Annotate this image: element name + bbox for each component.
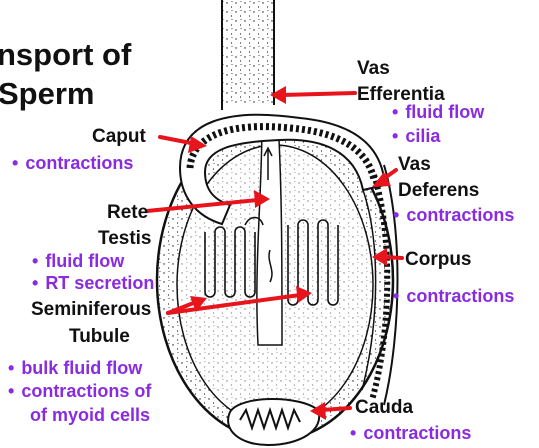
mechanism-vas-efferentia-fluid-flow: •fluid flow — [392, 103, 484, 121]
mechanism-seminiferous-myoid: of myoid cells — [30, 406, 150, 424]
mechanism-caput-contractions: •contractions — [12, 154, 133, 172]
mechanism-corpus-contractions: •contractions — [393, 287, 514, 305]
cauda-epididymis — [228, 399, 319, 445]
arrow-vas-efferentia — [270, 86, 355, 104]
bullet-icon: • — [392, 102, 398, 122]
label-seminiferous: Seminiferous — [31, 300, 151, 319]
label-rete: Rete — [107, 203, 148, 222]
mechanism-vas-efferentia-cilia: •cilia — [392, 127, 440, 145]
bullet-icon: • — [392, 126, 398, 146]
title-line-2: Sperm — [0, 78, 94, 109]
label-cauda: Cauda — [355, 398, 413, 417]
bullet-icon: • — [393, 286, 399, 306]
spermatic-cord — [222, 0, 274, 110]
mechanism-rete-rt-secretion: •RT secretion — [32, 274, 154, 292]
label-vas-efferentia-1: Vas — [357, 59, 390, 78]
bullet-icon: • — [393, 205, 399, 225]
label-corpus: Corpus — [405, 250, 472, 269]
label-tubule: Tubule — [69, 327, 130, 346]
bullet-icon: • — [32, 273, 38, 293]
title-line-1: nsport of — [0, 39, 131, 70]
bullet-icon: • — [350, 423, 356, 443]
bullet-icon: • — [8, 358, 14, 378]
mechanism-rete-fluid-flow: •fluid flow — [32, 252, 124, 270]
mechanism-seminiferous-contractions: •contractions of — [8, 382, 151, 400]
mechanism-seminiferous-bulk-flow: •bulk fluid flow — [8, 359, 142, 377]
label-testis: Testis — [98, 229, 152, 248]
bullet-icon: • — [12, 153, 18, 173]
mechanism-cauda-contractions: •contractions — [350, 424, 471, 442]
label-vas-deferens-1: Vas — [398, 155, 431, 174]
label-caput: Caput — [92, 127, 146, 146]
bullet-icon: • — [8, 381, 14, 401]
label-vas-deferens-2: Deferens — [398, 181, 479, 200]
bullet-icon: • — [32, 251, 38, 271]
mechanism-vas-deferens-contractions: •contractions — [393, 206, 514, 224]
